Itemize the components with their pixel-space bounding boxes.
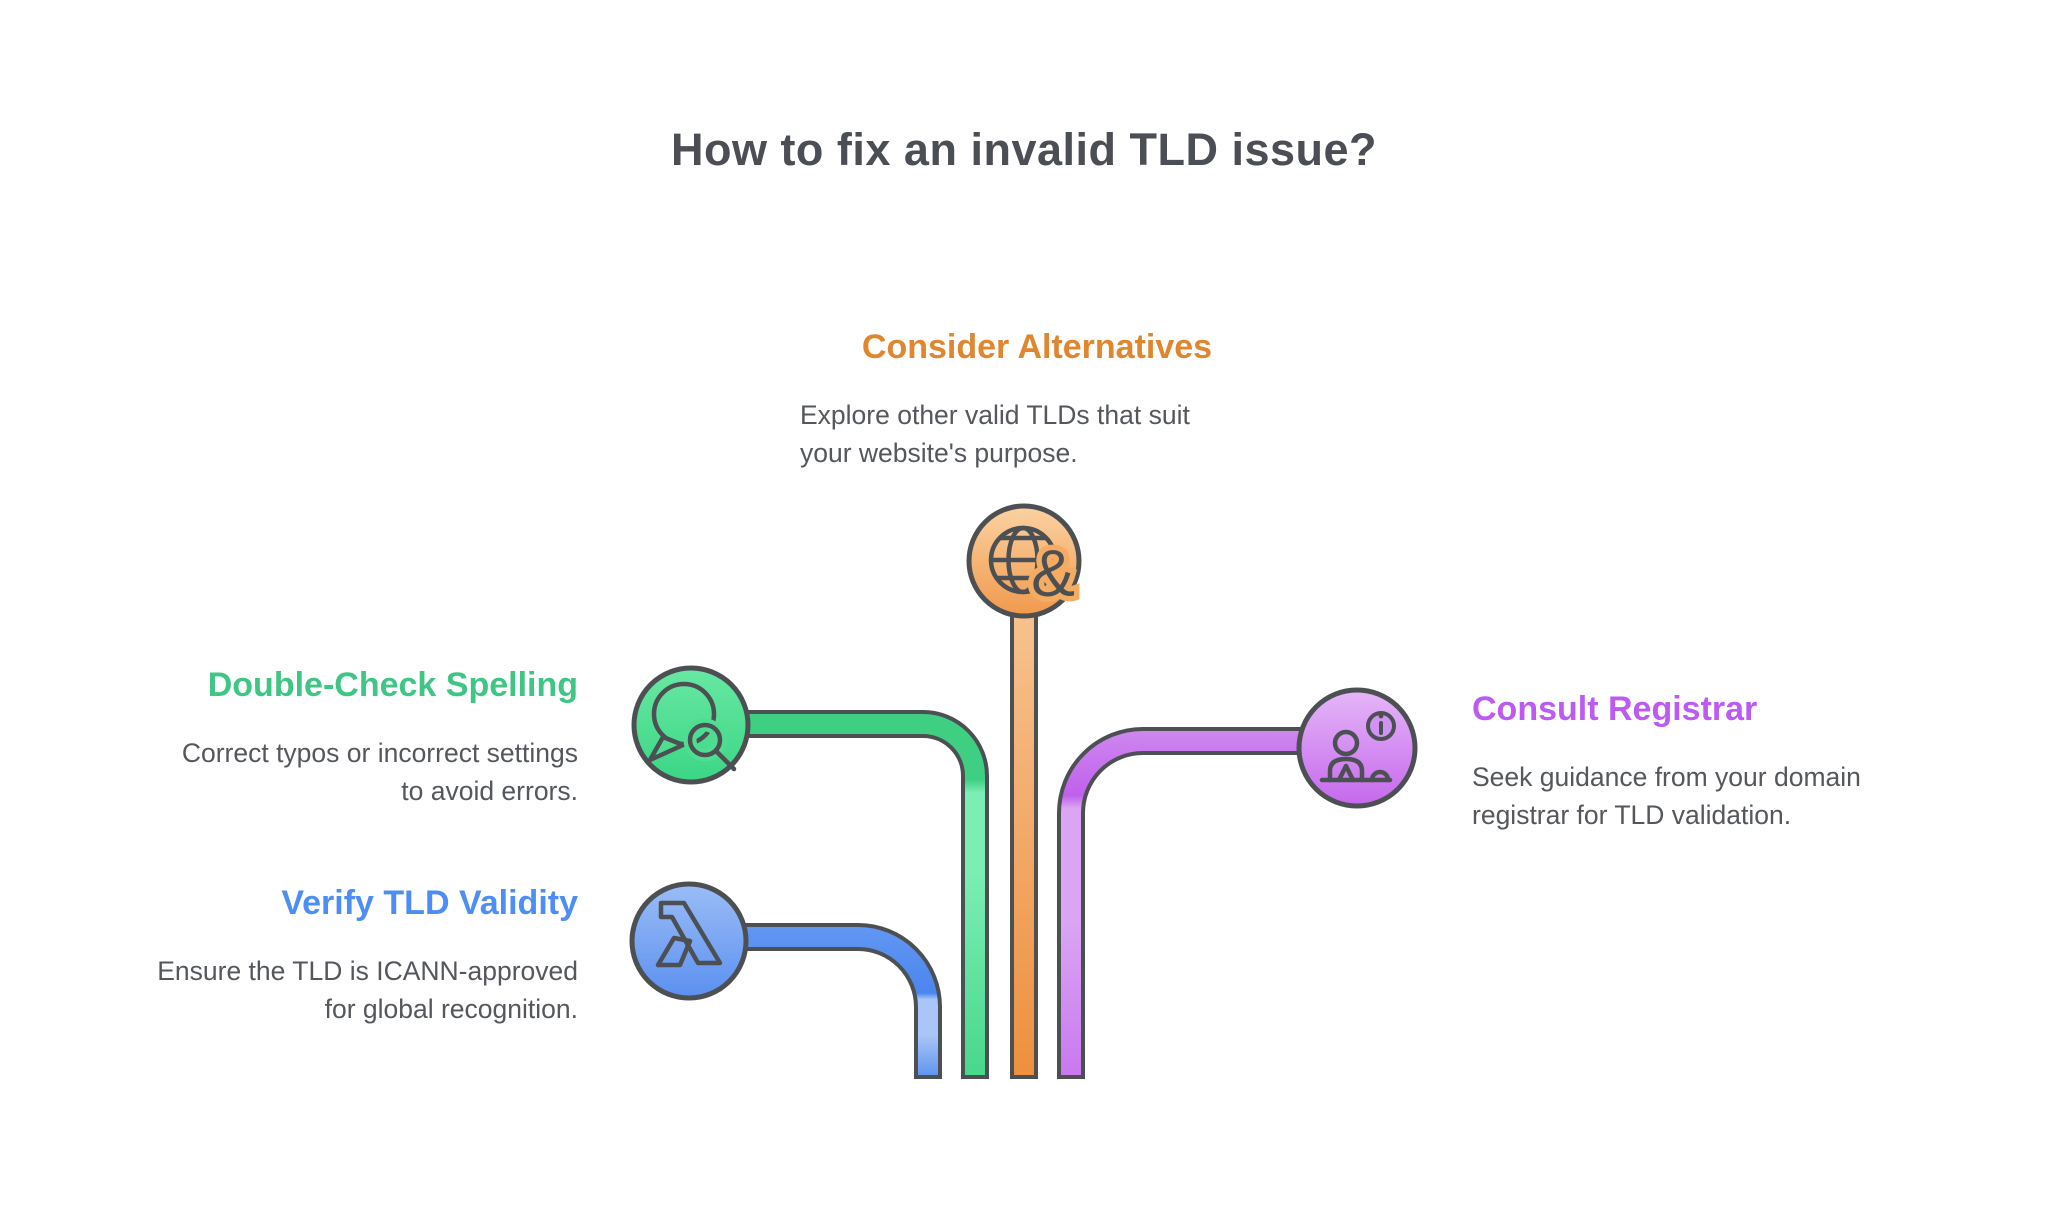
section-verify-tld-validity: Verify TLD Validity Ensure the TLD is IC… [96, 882, 578, 1028]
ampersand-glyph: & [1031, 536, 1075, 610]
section-consult-registrar: Consult Registrar Seek guidance from you… [1472, 688, 1962, 834]
section-double-check-spelling: Double-Check Spelling Correct typos or i… [96, 664, 578, 810]
section-body-line: your website's purpose. [800, 438, 1078, 468]
section-body-line: Ensure the TLD is ICANN-approved [157, 956, 578, 986]
green-pipe [740, 710, 989, 1079]
person-info-icon [1319, 711, 1396, 783]
double-check-spelling-node [631, 665, 751, 785]
lambda-icon [655, 900, 723, 968]
section-heading: Double-Check Spelling [207, 666, 578, 704]
section-body-line: registrar for TLD validation. [1472, 800, 1792, 830]
page-title: How to fix an invalid TLD issue? [670, 124, 1378, 176]
chat-search-icon [647, 681, 737, 772]
section-body-line: Explore other valid TLDs that suit [800, 400, 1190, 430]
purple-pipe [1057, 727, 1310, 1079]
verify-tld-validity-node [629, 881, 749, 1001]
consult-registrar-node [1296, 687, 1418, 809]
section-heading: Verify TLD Validity [281, 884, 578, 922]
section-heading: Consider Alternatives [861, 328, 1213, 366]
blue-pipe [740, 923, 942, 1079]
consider-alternatives-node: & [966, 503, 1082, 619]
section-body-line: to avoid errors. [401, 776, 578, 806]
section-body-line: Seek guidance from your domain [1472, 762, 1861, 792]
section-body-line: Correct typos or incorrect settings [181, 738, 578, 768]
section-heading: Consult Registrar [1472, 690, 1758, 728]
globe-ampersand-icon: & [988, 525, 1081, 616]
section-consider-alternatives: Consider Alternatives Explore other vali… [800, 326, 1274, 472]
section-body-line: for global recognition. [324, 994, 578, 1024]
